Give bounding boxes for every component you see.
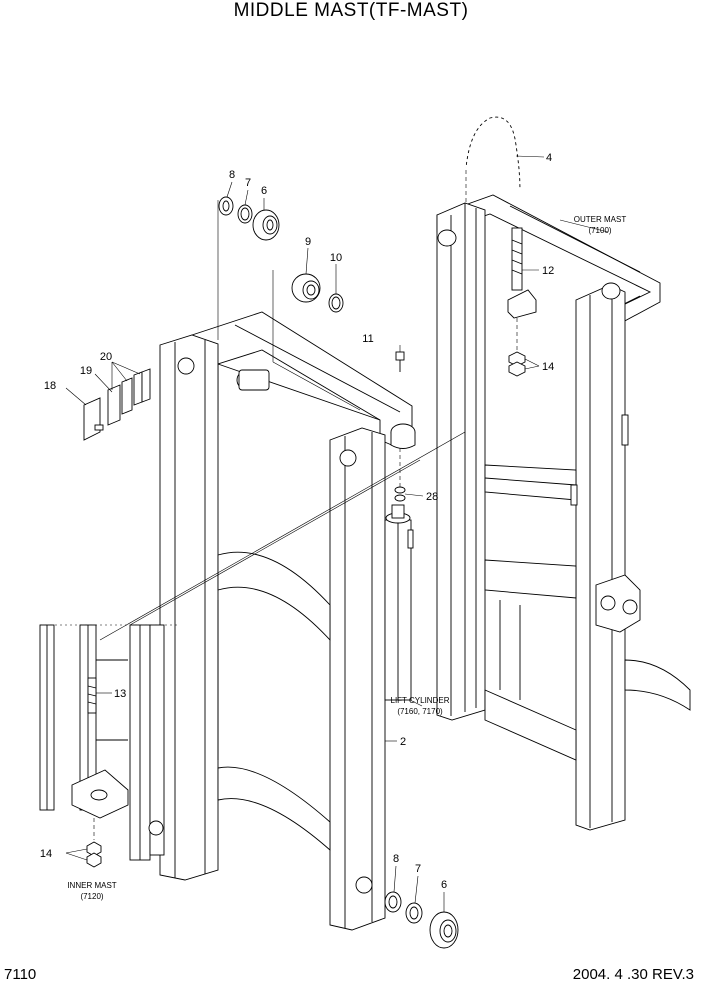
reference-lines [99,200,466,641]
page-title: MIDDLE MAST(TF-MAST) [233,0,469,21]
middle-mast [159,311,416,931]
bolt-and-washers [394,351,406,502]
callout-7-top: 7 [245,177,251,189]
callout-14-outer: 14 [542,361,554,373]
outer-mast-code: (7100) [588,226,611,235]
callout-13: 13 [114,688,126,700]
callout-12: 12 [542,265,554,277]
roller-set-bottom [384,891,459,949]
leader-lines [65,155,609,912]
callout-8-bottom: 8 [393,853,399,865]
callout-10: 10 [330,252,342,264]
callout-20: 20 [100,351,112,363]
callout-28: 28 [426,491,438,503]
inner-mast-code: (7120) [80,892,103,901]
callout-9: 9 [305,236,311,248]
callout-6-bottom: 6 [441,879,447,891]
chain [465,116,521,205]
lift-cylinder-label: LIFT CYLINDER [391,696,450,705]
inner-mast [39,624,180,868]
callout-18: 18 [44,380,56,392]
callout-6-top: 6 [261,185,267,197]
callout-19: 19 [80,365,92,377]
callout-2: 2 [400,736,406,748]
roller-set-top [218,196,344,313]
assembly-labels: OUTER MAST (7100) LIFT CYLINDER (7160, 7… [67,215,626,901]
callout-14-inner: 14 [40,848,52,860]
shim-set [83,368,151,441]
revision-date: 2004. 4 .30 REV.3 [572,966,694,983]
callout-labels: 8 7 6 9 10 4 11 12 14 20 19 18 28 13 2 1… [40,152,554,891]
outer-mast [436,194,691,831]
page-code: 7110 [4,966,37,983]
callout-11: 11 [362,333,373,345]
outer-mast-label: OUTER MAST [574,215,627,224]
callout-7-bottom: 7 [415,863,421,875]
lift-cylinder [384,448,414,701]
chain-anchor [507,227,537,377]
callout-4: 4 [546,152,552,164]
lift-cylinder-code: (7160, 7170) [397,707,443,716]
callout-8-top: 8 [229,169,235,181]
inner-mast-label: INNER MAST [67,881,116,890]
